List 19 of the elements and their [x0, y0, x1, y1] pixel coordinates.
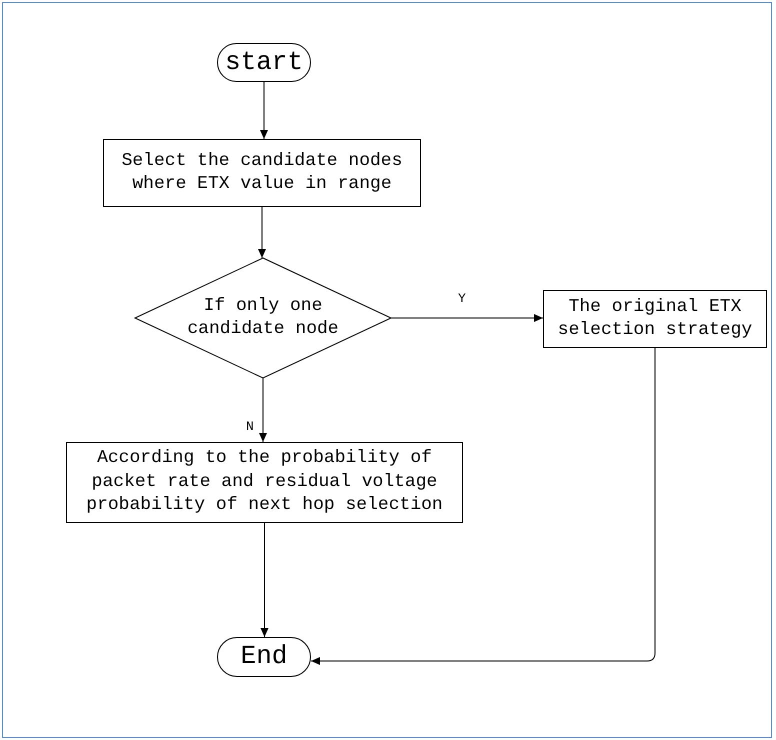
arrow	[390, 314, 544, 322]
node-text: End	[240, 640, 288, 674]
arrow	[259, 378, 267, 442]
terminal-pill	[217, 637, 311, 677]
node-text: Select the candidate nodes where ETX value in range	[120, 150, 404, 196]
arrow	[260, 522, 268, 638]
terminal-pill	[217, 43, 311, 82]
arrow	[258, 206, 266, 258]
arrow	[260, 82, 268, 140]
edge-label: Y	[457, 292, 467, 305]
process-box	[543, 290, 767, 348]
node-text: If only one candidate node	[186, 294, 340, 341]
edge-label: N	[245, 420, 255, 433]
process-box	[103, 139, 421, 207]
node-text: According to the probability of packet rate and residual voltage probability of next hop selection	[85, 447, 444, 518]
arrow	[310, 348, 656, 665]
process-box	[66, 442, 463, 523]
node-text: start	[224, 46, 303, 79]
node-text: The original ETX selection strategy	[556, 296, 754, 342]
